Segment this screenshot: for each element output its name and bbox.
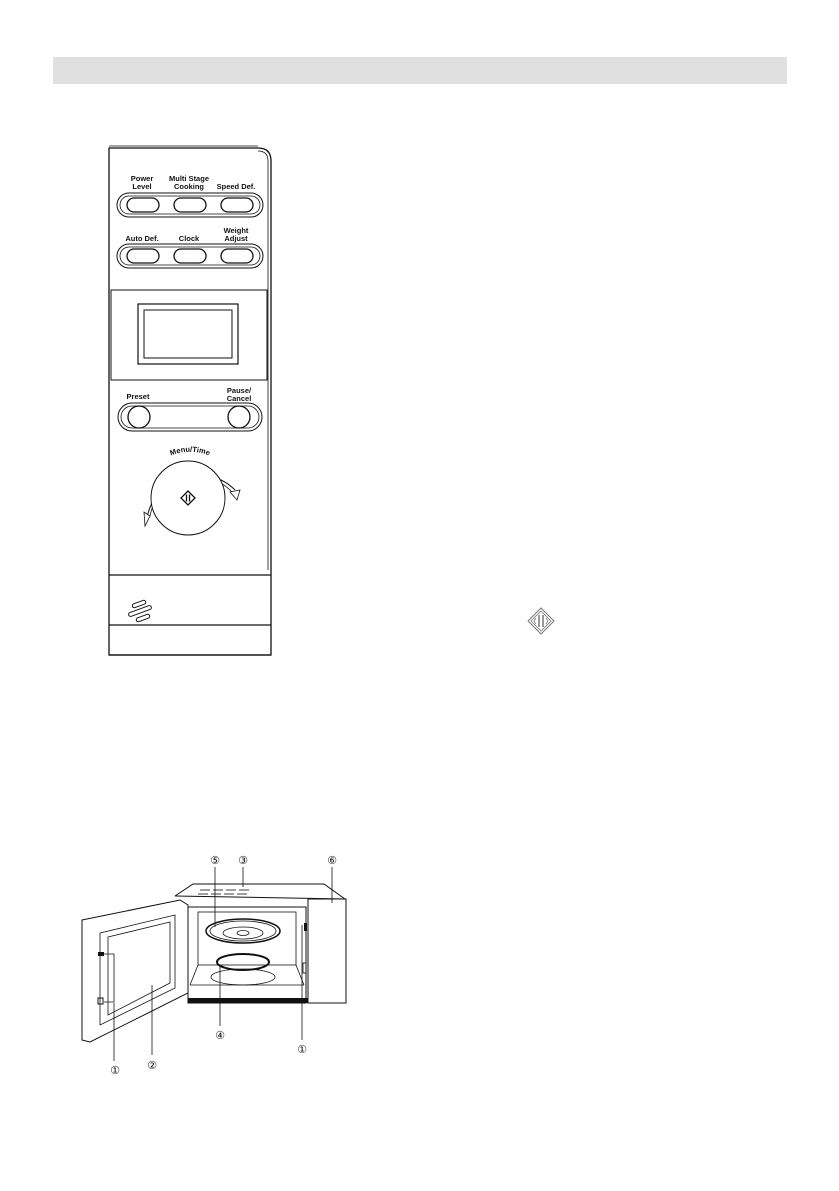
speed-def-label: Speed Def. <box>217 182 256 191</box>
clock-label: Clock <box>179 234 200 243</box>
callout-1-body: ① <box>297 1043 307 1056</box>
svg-text:Cancel: Cancel <box>227 394 252 403</box>
display-frame <box>110 289 268 381</box>
multi-stage-cooking-button[interactable] <box>173 197 207 213</box>
control-panel-diagram: Power Level Multi Stage Cooking Speed De… <box>108 145 272 656</box>
roller-ring <box>210 953 276 986</box>
pause-cancel-label: Pause/ <box>227 386 252 395</box>
preset-label: Preset <box>127 392 150 401</box>
power-level-label: Power <box>131 174 154 183</box>
power-level-button[interactable] <box>126 197 160 213</box>
clock-button[interactable] <box>173 248 207 264</box>
control-panel-area <box>307 898 347 1004</box>
oven-door <box>81 899 189 1043</box>
auto-def-label: Auto Def. <box>125 234 158 243</box>
weight-adjust-label: Weight <box>224 226 249 235</box>
pause-cancel-button[interactable] <box>227 405 251 429</box>
callout-6: ⑥ <box>327 854 337 867</box>
weight-adjust-button[interactable] <box>220 248 254 264</box>
callout-2: ② <box>147 1059 157 1072</box>
start-icon <box>180 490 196 506</box>
preset-button[interactable] <box>127 405 151 429</box>
svg-text:Adjust: Adjust <box>224 234 248 243</box>
svg-text:Cooking: Cooking <box>174 182 204 191</box>
glass-tray <box>205 918 281 944</box>
section-header-bar <box>53 57 787 84</box>
menu-time-label: Menu/Time <box>169 445 212 458</box>
svg-text:Menu/Time: Menu/Time <box>169 445 212 458</box>
callout-3: ③ <box>238 854 248 867</box>
oven-parts-diagram: ⑤ ③ ⑥ ④ ① ② ① <box>81 854 347 1077</box>
callout-5: ⑤ <box>210 854 220 867</box>
start-icon <box>527 607 555 635</box>
row1-labels: Power Level Multi Stage Cooking Speed De… <box>131 174 256 191</box>
display-screen <box>137 303 239 365</box>
callout-1-door: ① <box>110 1064 120 1077</box>
auto-defrost-button[interactable] <box>126 248 160 264</box>
multi-stage-label: Multi Stage <box>169 174 209 183</box>
svg-text:Level: Level <box>132 182 151 191</box>
door-release-icon[interactable] <box>128 599 152 623</box>
callout-4: ④ <box>215 1029 225 1042</box>
speed-defrost-button[interactable] <box>220 197 254 213</box>
